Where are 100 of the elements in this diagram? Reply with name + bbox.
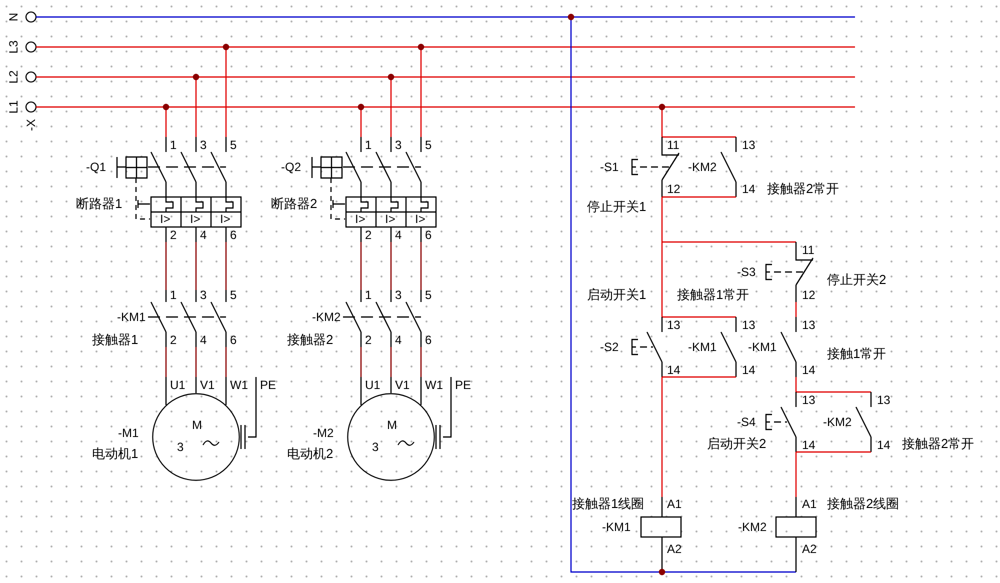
terminal-number: 2 [170,333,177,347]
terminal-number: V1 [395,378,410,392]
terminal-number: 14 [802,438,816,452]
terminal-number: PE [455,378,472,392]
terminal-number: 3 [395,288,402,302]
device-tag: -S2 [600,340,619,354]
terminal-number: 13 [877,393,890,407]
component-label: 接触器2常开 [902,436,974,452]
overcurrent-label: I> [385,212,396,226]
terminal-number: 4 [200,228,207,242]
phase-count-label: 3 [177,440,184,454]
terminal-number: 14 [742,363,756,377]
device-tag: -KM2 [738,520,767,534]
terminal-number: 6 [230,333,237,347]
terminal-number: 14 [742,182,756,196]
terminal-number: 6 [425,228,432,242]
component-label: 启动开关2 [707,436,766,452]
overcurrent-label: I> [220,212,230,226]
component-label: 停止开关1 [587,199,646,215]
bus-label: L1 [6,100,21,114]
terminal-number: U1 [365,378,380,392]
device-tag: -KM1 [688,340,717,354]
terminal-number: 3 [395,138,402,152]
terminal-number: 3 [200,138,207,152]
terminal-number: U1 [170,378,186,392]
terminal-number: 2 [365,228,372,242]
terminal-number: 13 [802,393,816,407]
component-label: 接触器2线圈 [827,496,900,512]
device-tag: -KM2 [823,415,852,429]
component-label: 接触器1常开 [677,287,750,303]
device-tag: -KM1 [748,340,777,354]
phase-count-label: 3 [372,440,379,454]
terminal-number: 3 [200,288,207,302]
overcurrent-label: I> [190,212,200,226]
component-label: 停止开关2 [827,272,886,288]
motor-symbol [152,393,240,481]
overcurrent-label: I> [415,212,426,226]
terminal-number: A1 [802,497,817,511]
component-label: 启动开关1 [587,287,646,303]
terminal-number: 6 [425,333,432,347]
terminal-number: A2 [667,542,682,556]
terminal-number: 6 [230,228,237,242]
terminal-number: 13 [742,318,756,332]
terminal-number: 5 [230,288,237,302]
terminal-number: 11 [667,138,680,152]
terminal-number: 13 [742,138,756,152]
terminal-number: 13 [802,318,816,332]
component-label: 接触1常开 [827,346,886,362]
terminal-number: 12 [802,288,816,302]
terminal-number: A1 [667,497,682,511]
terminal-number: 5 [230,138,237,152]
device-tag: -M1 [118,426,139,440]
terminal-number: 1 [170,288,177,302]
component-label: 接触器2常开 [767,181,840,197]
terminal-number: V1 [200,378,215,392]
device-tag: -KM2 [688,160,717,174]
terminal-number: A2 [802,542,817,556]
terminal-number: 11 [802,243,814,257]
terminal-number: 2 [170,228,177,242]
device-tag: -S1 [600,160,619,174]
motor-symbol [347,393,435,481]
terminal-number: 4 [395,228,402,242]
overcurrent-label: I> [355,212,366,226]
bus-label: -X [24,119,38,131]
terminal-number: 13 [667,318,680,332]
motor-type-label: M [192,418,202,432]
device-tag: -M2 [313,426,334,440]
device-tag: -Q1 [86,160,106,174]
terminal-number: 12 [667,182,680,196]
terminal-number: 14 [877,438,890,452]
terminal-number: 5 [425,138,432,152]
device-tag: -KM1 [602,520,631,534]
bus-label: L3 [6,40,21,54]
terminal-number: 4 [200,333,207,347]
component-label: 接触器1 [92,332,138,348]
overcurrent-label: I> [160,212,170,226]
terminal-number: 5 [425,288,432,302]
device-tag: -S4 [737,415,756,429]
device-tag: -Q2 [281,160,302,174]
terminal-number: 1 [365,138,372,152]
terminal-number: 1 [365,288,372,302]
terminal-number: PE [260,378,276,392]
device-tag: -KM1 [117,310,146,324]
component-label: 电动机1 [92,446,138,462]
terminal-number: 14 [802,363,816,377]
device-tag: -KM2 [312,310,341,324]
terminal-number: W1 [425,378,443,392]
bus-label: N [6,12,20,22]
component-label: 接触器1线圈 [572,496,644,512]
terminal-number: 1 [170,138,177,152]
bus-label: L2 [6,70,21,84]
device-tag: -S3 [737,265,756,279]
terminal-number: 2 [365,333,372,347]
motor-type-label: M [387,418,397,432]
terminal-number: 4 [395,333,402,347]
component-label: 接触器2 [287,332,334,348]
component-label: 断路器2 [271,196,318,212]
terminal-number: 14 [667,363,680,377]
component-label: 断路器1 [76,196,122,212]
component-label: 电动机2 [287,446,334,462]
